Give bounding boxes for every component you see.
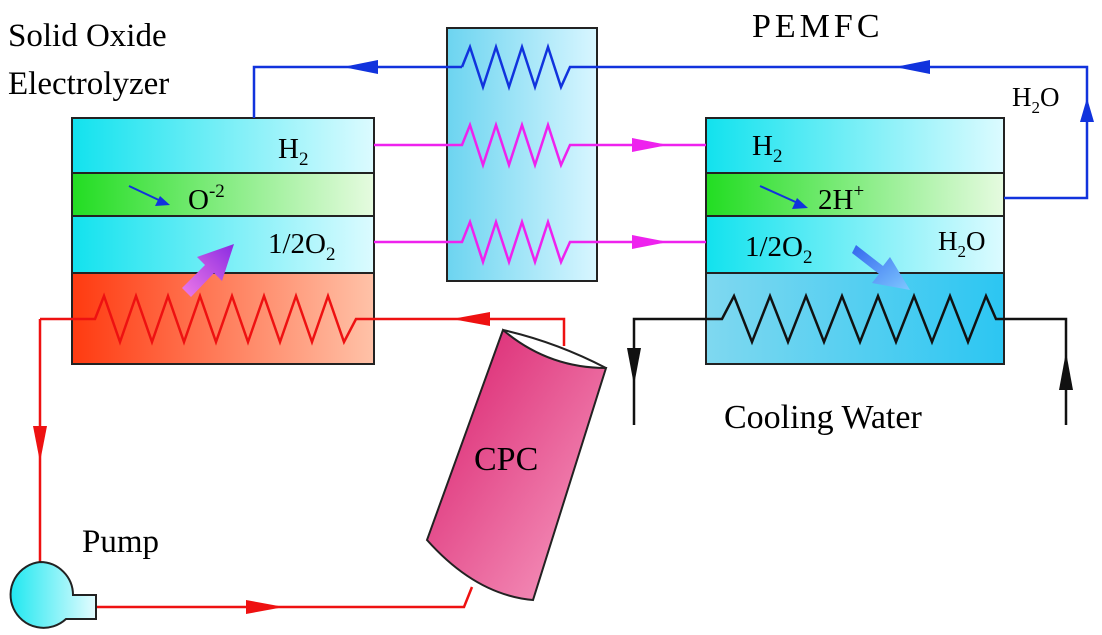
blue-loop-top	[578, 65, 1089, 104]
cpc-label: CPC	[474, 441, 538, 478]
soe-title-line1: Solid Oxide	[8, 18, 167, 54]
o2-transfer-line	[374, 217, 706, 267]
heat-exchanger	[446, 27, 598, 282]
water-flow-arrow	[852, 245, 910, 290]
soe-ion-label: O-2	[188, 181, 225, 216]
soe-h2-layer	[71, 117, 375, 174]
pem-h2o-label: H2O	[938, 226, 986, 261]
magenta-arrow-o2	[632, 235, 668, 249]
ion-arrow-pem	[759, 185, 808, 209]
magenta-arrow-h2	[632, 138, 668, 152]
soe-title-line2: Electrolyzer	[8, 66, 169, 102]
soe-o2-label: 1/2O2	[268, 228, 336, 265]
red-arrow-left	[452, 312, 490, 326]
pem-membrane-layer	[705, 172, 1005, 217]
pump-icon	[9, 560, 97, 629]
magenta-lines	[374, 120, 706, 267]
pem-h2-layer	[705, 117, 1005, 174]
pemfc-stack	[705, 117, 1005, 365]
blue-arrow-left-2	[343, 60, 378, 74]
cooling-water-line	[632, 292, 1068, 425]
red-arrow-down	[33, 426, 47, 462]
pem-o2-label: 1/2O2	[745, 231, 813, 268]
cooling-arrow-down	[627, 348, 641, 385]
cpc-collector	[425, 328, 608, 602]
h2o-return-label: H2O	[1012, 82, 1060, 117]
blue-h2o-loop	[252, 42, 1089, 200]
soe-heating-coil	[40, 292, 566, 346]
blue-arrow-left-1	[895, 60, 930, 74]
red-loop-bottom	[96, 586, 474, 609]
cooling-arrow-up	[1059, 352, 1073, 390]
h2-transfer-line	[374, 120, 706, 170]
pemfc-title: PEMFC	[752, 8, 884, 45]
blue-zigzag	[460, 42, 578, 92]
blue-loop-line	[1004, 118, 1089, 200]
pump-label: Pump	[82, 524, 159, 560]
soe-h2-label: H2	[278, 133, 308, 170]
soe-electrolyte-layer	[71, 172, 375, 217]
ion-arrow-soe	[128, 185, 170, 206]
soe-stack	[71, 117, 375, 365]
red-arrow-right	[246, 600, 284, 614]
pem-ion-label: 2H+	[818, 181, 864, 216]
pem-h2-label: H2	[752, 130, 782, 167]
blue-arrow-up	[1080, 98, 1094, 122]
oxygen-flow-arrow	[182, 244, 234, 297]
cooling-water-label: Cooling Water	[724, 399, 922, 436]
